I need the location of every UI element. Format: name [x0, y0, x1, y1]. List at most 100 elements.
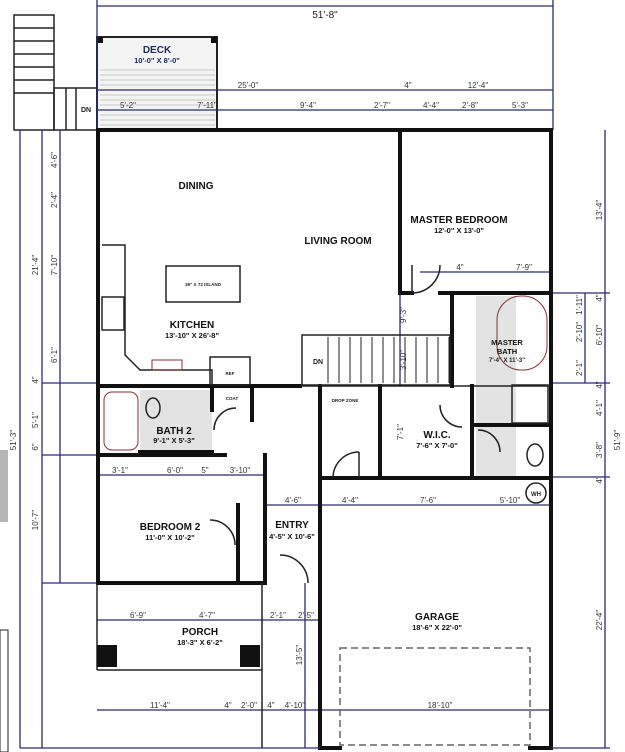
dim: 2'-0" — [241, 701, 257, 710]
garage-label: GARAGE — [415, 612, 459, 623]
ref-label: REF — [226, 371, 235, 376]
dim-overall-left: 51'-3" — [9, 430, 18, 451]
dim: 4" — [595, 476, 604, 483]
master-bath-label: MASTER — [491, 338, 523, 347]
bedroom2-size: 11'-0" X 10'-2" — [145, 533, 195, 542]
deck: DECK 10'-0" X 8'-0" — [96, 36, 218, 131]
deck-label: DECK — [143, 45, 172, 56]
dim: 2'-5" — [298, 611, 314, 620]
master-bath-label-2: BATH — [497, 347, 517, 356]
dim: 2'-8" — [462, 101, 478, 110]
outside-stairs: DN — [13, 14, 98, 131]
dim: 4'-10" — [285, 701, 306, 710]
dim: 4" — [595, 381, 604, 388]
wic-label: W.I.C. — [423, 430, 450, 441]
dim: 22'-4" — [595, 610, 604, 631]
drop-zone-label: DROP ZONE — [332, 398, 359, 403]
master-bedroom-size: 12'-0" X 13'-0" — [434, 226, 484, 235]
dim: 9'-3" — [399, 307, 408, 323]
dim-overall-right: 51'-9" — [613, 430, 622, 451]
kitchen-size: 13'-10" X 26'-8" — [165, 331, 219, 340]
dining-label: DINING — [179, 181, 214, 192]
dim: 7'-1" — [396, 424, 405, 440]
dim: 5'-2" — [120, 101, 136, 110]
dim: 4" — [31, 376, 40, 383]
bath2-size: 9'-1" X 5'-3" — [153, 436, 195, 445]
dim: 4'-6" — [50, 152, 59, 168]
kitchen-island: 36" X 72 ISLAND — [165, 265, 241, 303]
scroll-thumb[interactable] — [0, 450, 8, 522]
porch-size: 18'-3" X 6'-2" — [177, 638, 223, 647]
island-label: 36" X 72 ISLAND — [185, 282, 221, 287]
dim: 2'-1" — [270, 611, 286, 620]
dim: 11'-4" — [150, 701, 170, 710]
dim: 21'-4" — [31, 255, 40, 276]
dim: 3'-8" — [595, 442, 604, 458]
dim: 6'-1" — [50, 347, 59, 363]
dim: 7'-10" — [50, 255, 59, 276]
dim: 4'-4" — [423, 101, 439, 110]
entry-size: 4'-5" X 10'-6" — [269, 532, 315, 541]
kitchen-label: KITCHEN — [170, 320, 214, 331]
coat-label: COAT — [226, 396, 239, 401]
interior-stairs: DN — [301, 334, 451, 386]
garage-size: 18'-6" X 22'-0" — [412, 623, 462, 632]
porch-post — [97, 645, 117, 667]
dim: 6'-9" — [130, 611, 146, 620]
dim: 2'-7" — [374, 101, 390, 110]
dim: 5'-10" — [500, 496, 521, 505]
dim: 13'-4" — [595, 200, 604, 221]
walls — [20, 128, 610, 750]
kitchen-counter: REF — [101, 244, 251, 386]
edge-box — [0, 629, 9, 752]
bath2-floor — [140, 390, 212, 452]
dim: 7'-9" — [516, 263, 532, 272]
dim: 25'-0" — [238, 81, 259, 90]
bath2-label: BATH 2 — [156, 426, 192, 437]
dim: 4'-7" — [199, 611, 215, 620]
dim: 4" — [267, 701, 274, 710]
dim: 2'-1" — [575, 360, 584, 376]
deck-size: 10'-0" X 8'-0" — [134, 56, 180, 65]
wic-size: 7'-6" X 7'-0" — [416, 441, 458, 450]
dim: 6'-10" — [595, 325, 604, 346]
dim: 10'-7" — [31, 510, 40, 531]
dim: 5" — [201, 466, 208, 475]
dim: 2'-10" — [575, 322, 584, 343]
dim: 4'-6" — [285, 496, 301, 505]
dim: 13'-5" — [295, 645, 304, 666]
dim: 4'-4" — [342, 496, 358, 505]
dim: 5'-3" — [512, 101, 528, 110]
dim: 4" — [595, 294, 604, 301]
porch-label: PORCH — [182, 627, 218, 638]
entry-label: ENTRY — [275, 520, 309, 531]
room-labels: DINING LIVING ROOM MASTER BEDROOM 12'-0"… — [140, 181, 526, 647]
dimension-lines — [19, 0, 610, 748]
doors — [209, 264, 501, 584]
master-tub-icon — [496, 295, 548, 371]
stairs-dn-label: DN — [81, 107, 91, 114]
dim: 12'-4" — [468, 81, 489, 90]
dim: 3'-10" — [399, 350, 408, 371]
water-heater-label: WH — [531, 492, 541, 498]
dim: 1'-11" — [575, 295, 584, 315]
dim: 4'-1" — [595, 400, 604, 416]
porch-post — [240, 645, 260, 667]
dim: 9'-4" — [300, 101, 316, 110]
dim: 4" — [224, 701, 231, 710]
dim: 6" — [31, 443, 40, 450]
bathtub-icon — [103, 391, 139, 451]
water-heater-icon — [525, 482, 547, 504]
garage-door-outline — [339, 647, 531, 746]
shower-icon — [511, 384, 549, 424]
dim: 3'-10" — [230, 466, 251, 475]
bedroom2-label: BEDROOM 2 — [140, 522, 201, 533]
dimension-labels: 51'-8" 25'-0" 4" 12'-4" 5'-2" 7'-11" 9'-… — [9, 10, 622, 710]
dim-overall-top: 51'-8" — [312, 10, 338, 21]
dim: 7'-6" — [420, 496, 436, 505]
master-toilet-icon — [526, 443, 544, 467]
dim: 6'-0" — [167, 466, 183, 475]
dim: 4" — [404, 81, 411, 90]
dim: 7'-11" — [197, 101, 217, 110]
dim: 5'-1" — [31, 412, 40, 428]
